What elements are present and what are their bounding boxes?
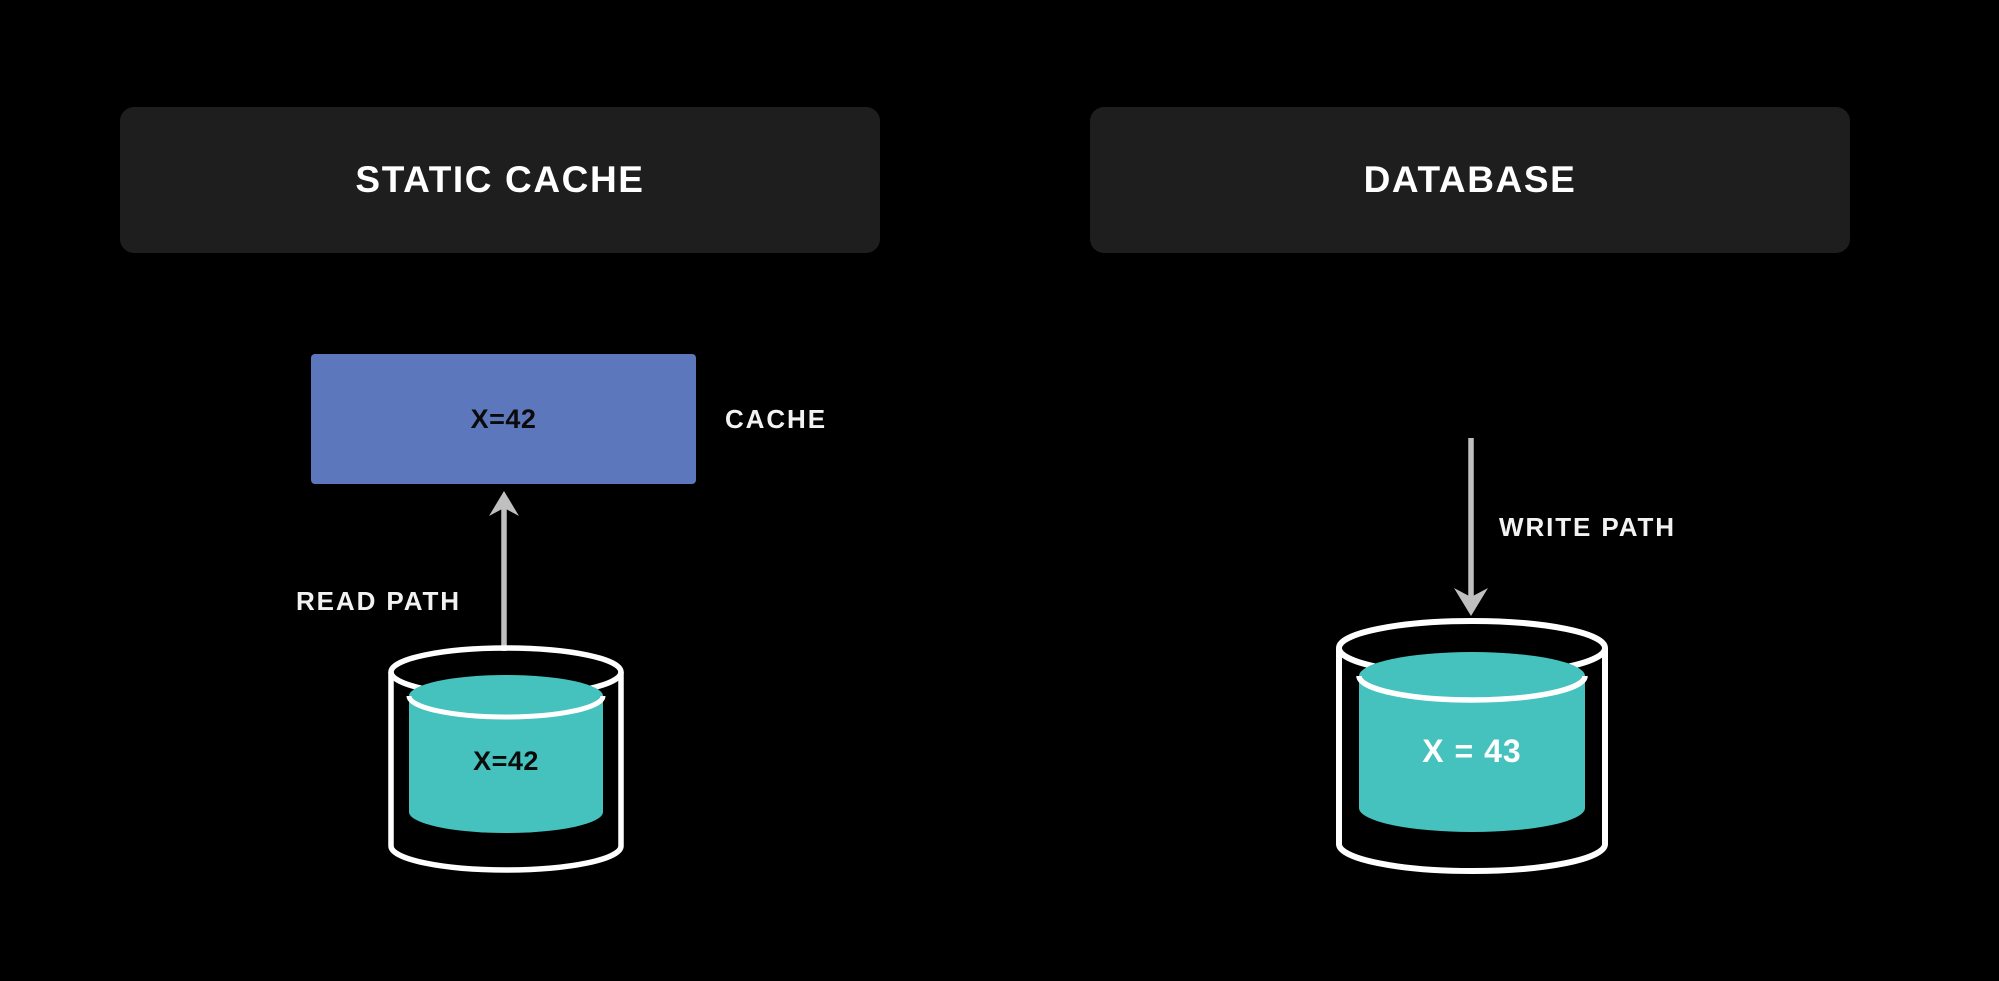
cache-database-cylinder: X=42	[388, 645, 624, 873]
panel-static-cache-title: STATIC CACHE	[355, 159, 645, 200]
panel-database: DATABASE	[1090, 107, 1850, 253]
cache-value-label: X=42	[470, 403, 537, 434]
panel-static-cache: STATIC CACHE	[120, 107, 880, 253]
write-path-arrow-icon	[1454, 438, 1488, 616]
cache-cylinder-value-label: X=42	[473, 746, 539, 776]
database-cylinder: X = 43	[1336, 618, 1608, 874]
read-path-arrow-icon	[489, 491, 519, 651]
cache-memory-block: X=42	[311, 354, 696, 484]
read-path-label: READ PATH	[296, 586, 461, 616]
database-cylinder-value-label: X = 43	[1422, 733, 1521, 769]
panel-database-title: DATABASE	[1363, 159, 1577, 200]
cache-annotation-label: CACHE	[725, 404, 827, 434]
write-path-label: WRITE PATH	[1499, 512, 1676, 542]
